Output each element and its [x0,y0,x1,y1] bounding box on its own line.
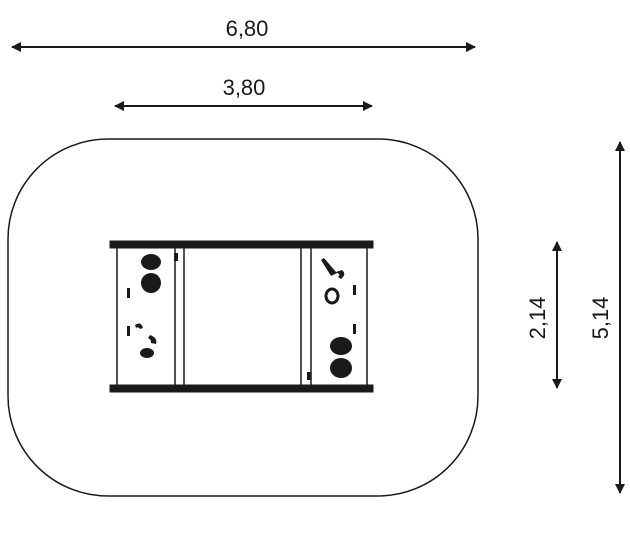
overall-depth-label: 5,14 [588,297,613,340]
overall-depth-dimension: 5,14 [588,141,625,494]
structure-width-label: 3,80 [223,75,266,100]
overall-width-label: 6,80 [226,16,269,41]
structure-depth-label: 2,14 [525,297,550,340]
top-beam [109,240,374,249]
climbing-holds-right [307,258,356,380]
bottom-beam [109,384,374,393]
structure-depth-dimension: 2,14 [525,241,562,389]
structure-width-dimension: 3,80 [114,75,373,111]
overall-width-dimension: 6,80 [11,16,476,52]
play-structure [109,240,374,393]
safety-area-outline [7,138,479,497]
climbing-holds-left [127,253,178,358]
